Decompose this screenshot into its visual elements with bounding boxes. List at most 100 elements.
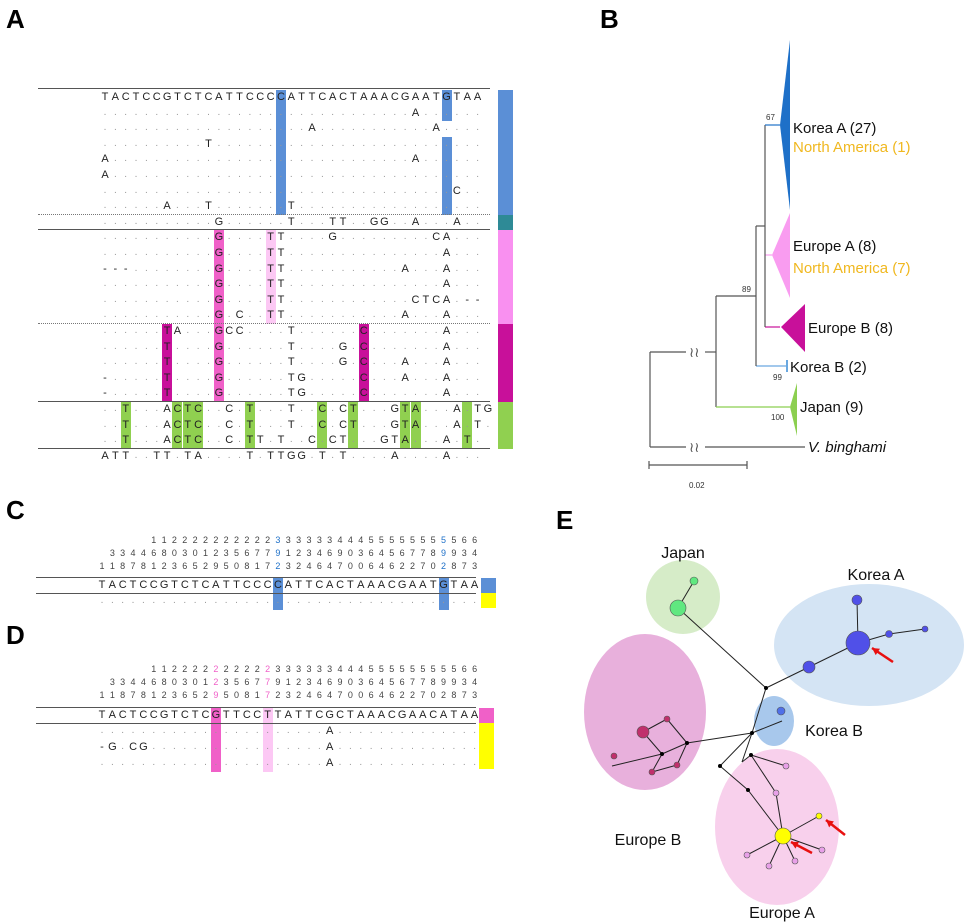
base-cell: T (474, 418, 481, 431)
base-cell: . (279, 403, 283, 414)
header-digit: 5 (441, 664, 447, 674)
base-cell: . (372, 387, 376, 399)
base-cell: . (266, 741, 269, 752)
base-cell: C (432, 231, 441, 244)
header-digit: 2 (213, 548, 219, 558)
base-cell: A (439, 709, 448, 721)
base-cell: A (357, 579, 365, 591)
base-cell: C (359, 387, 368, 400)
base-cell: . (434, 309, 438, 321)
base-cell: C (180, 709, 189, 721)
red-arrow-icon (790, 840, 813, 855)
base-cell: . (155, 137, 159, 149)
base-cell: . (176, 122, 179, 134)
group-divider (38, 229, 490, 231)
base-cell: . (362, 106, 366, 118)
base-cell: . (372, 106, 376, 118)
header-digit: 5 (223, 561, 229, 571)
base-cell: . (134, 200, 138, 212)
base-cell: A (470, 579, 479, 591)
base-cell: A (460, 579, 468, 591)
base-cell: . (352, 137, 355, 149)
bootstrap-value: 67 (766, 113, 775, 122)
base-cell: C (256, 91, 265, 103)
base-cell: . (173, 725, 176, 736)
base-cell: . (369, 725, 373, 736)
base-cell: . (269, 325, 272, 336)
header-digit: 2 (192, 535, 198, 545)
network-edge (888, 628, 926, 635)
base-cell: . (193, 741, 197, 752)
header-digit: 3 (306, 535, 312, 545)
base-cell: . (349, 757, 352, 768)
header-digit: 4 (337, 664, 343, 674)
base-cell: T (287, 200, 295, 213)
base-cell: . (266, 725, 269, 736)
base-cell: . (152, 757, 156, 768)
base-cell: . (238, 106, 241, 118)
base-cell: . (300, 215, 304, 227)
header-digit: 2 (171, 664, 177, 674)
base-cell: . (103, 418, 107, 430)
header-digit: 5 (378, 664, 384, 674)
break-icon: ≀≀ (689, 439, 700, 455)
base-cell: . (362, 184, 366, 196)
base-cell: . (238, 434, 241, 446)
base-cell: . (162, 741, 166, 752)
base-cell: T (98, 709, 106, 721)
base-cell: . (258, 418, 262, 430)
base-cell: . (269, 371, 272, 383)
base-cell: G (214, 371, 224, 384)
header-digit: 4 (140, 548, 146, 558)
base-cell: . (145, 184, 148, 196)
base-cell: . (462, 725, 466, 736)
base-cell: . (331, 200, 335, 212)
base-cell: . (152, 725, 156, 736)
base-cell: . (289, 184, 293, 196)
base-cell: C (339, 91, 348, 103)
base-cell: . (186, 215, 190, 227)
base-cell: . (300, 278, 304, 290)
header-digit: 4 (140, 677, 146, 687)
clade-label-korea-a: Korea A (27) (793, 120, 876, 137)
base-cell: . (103, 215, 107, 227)
header-digit: 5 (234, 677, 240, 687)
base-cell: . (207, 434, 210, 446)
base-cell: . (465, 200, 469, 212)
base-cell: A (442, 449, 451, 462)
base-cell: . (310, 325, 314, 336)
network-edge (782, 835, 796, 862)
header-digit: 2 (213, 664, 219, 674)
base-cell: - (100, 741, 104, 753)
header-digit: 7 (337, 690, 343, 700)
base-cell: C (201, 579, 210, 591)
haplotype-node-europe-b (648, 768, 656, 776)
base-cell: . (258, 184, 262, 196)
header-digit: 3 (285, 535, 291, 545)
base-cell: . (372, 262, 376, 274)
header-digit: 1 (151, 690, 157, 700)
base-cell: . (331, 325, 335, 336)
base-cell: . (113, 418, 117, 430)
base-cell: . (186, 340, 190, 352)
base-cell: . (445, 200, 448, 212)
base-cell: . (103, 309, 107, 321)
legend-swatch-north-america (479, 723, 494, 769)
base-cell: A (463, 91, 471, 103)
base-cell: T (171, 709, 178, 721)
base-cell: C (194, 418, 203, 431)
base-cell: . (341, 325, 345, 336)
base-cell: . (362, 247, 366, 258)
column-highlight (410, 402, 421, 449)
base-cell: G (390, 403, 400, 415)
column-highlight (162, 324, 173, 402)
base-cell: T (450, 709, 458, 721)
base-cell: . (331, 153, 335, 165)
base-cell: . (134, 106, 138, 118)
base-cell: G (297, 371, 306, 384)
base-cell: . (145, 122, 148, 134)
base-cell: C (359, 325, 368, 337)
base-cell: T (246, 418, 254, 431)
base-cell: . (393, 169, 397, 180)
header-digit: 2 (296, 677, 302, 687)
